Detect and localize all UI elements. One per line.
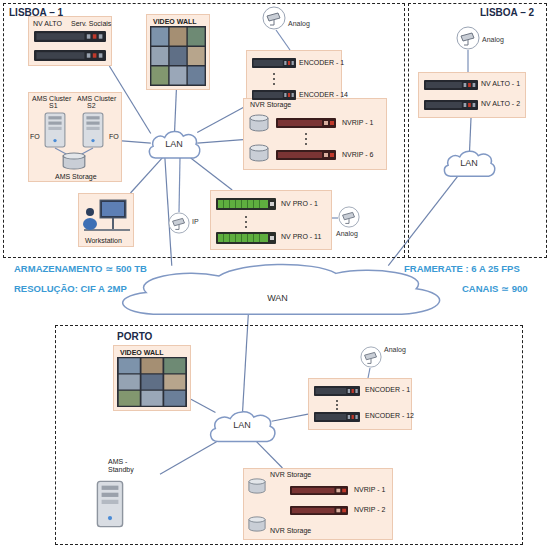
- node-label: NVRIP - 2: [354, 506, 385, 514]
- network-link: [243, 314, 249, 412]
- spec-note: ARMAZENAMENTO ≃ 500 TB: [14, 264, 147, 274]
- node-label: NVR Storage: [250, 101, 291, 109]
- network-link: [165, 158, 172, 266]
- node-label: ENCODER - 12: [365, 412, 414, 420]
- wire: [467, 50, 468, 72]
- equipment-box: VIDEO WALL: [146, 14, 210, 90]
- wire: [55, 30, 468, 378]
- network-link: [256, 441, 282, 468]
- node-label: LAN: [440, 159, 498, 169]
- node-label: NVRIP - 1: [354, 486, 385, 494]
- node-label: Workstation: [85, 237, 122, 245]
- node-label: NV ALTO - 2: [481, 100, 520, 108]
- node-label: VIDEO WALL: [153, 18, 197, 26]
- node-label: NV PRO - 11: [281, 233, 321, 241]
- node-label: NVRIP - 6: [342, 151, 373, 159]
- spec-note: RESOLUÇÃO: CIF A 2MP: [14, 284, 127, 294]
- site-region: PORTO VIDEO WALL ENCODER - 1 ENCODER - 12 LA…: [55, 325, 523, 545]
- cloud-outline: [123, 265, 440, 315]
- camera-icon: [339, 207, 359, 227]
- site-region: LISBOA – 2 NV ALTO - 1 NV ALTO - 2 LAN: [408, 3, 547, 258]
- network-link: [191, 158, 232, 190]
- site-title: PORTO: [117, 331, 152, 342]
- network-link: [197, 140, 243, 144]
- network-link: [272, 414, 308, 421]
- site-title: LISBOA – 2: [480, 7, 534, 18]
- nvr-rack: [276, 118, 348, 515]
- node-label: AMS - Standby: [108, 458, 144, 473]
- wire: [179, 158, 180, 212]
- network-link: [122, 141, 151, 143]
- camera-label: Analog: [482, 36, 504, 44]
- equipment-box: NVR StorageNVRIP - 1 NVRIP - 6: [243, 98, 387, 170]
- equipment-box: VIDEO WALL: [113, 345, 191, 411]
- equipment-box: NV ALTO - 1 NV ALTO - 2: [418, 72, 526, 118]
- node-label: AMS Cluster: [32, 95, 71, 103]
- network-link: [130, 158, 162, 193]
- node-label: NV PRO - 1: [281, 200, 318, 208]
- server-tower: [97, 481, 122, 526]
- node-label: ENCODER - 1: [365, 386, 410, 394]
- node-label: FO: [109, 133, 119, 141]
- spec-note: FRAMERATE : 6 A 25 FPS: [404, 264, 520, 274]
- equipment-box: NVR StorageNVRIP - 1NVRIP - 2NVR Storage: [243, 468, 393, 540]
- wire: [368, 368, 370, 378]
- network-link: [191, 399, 215, 412]
- camera-label: Analog: [384, 346, 406, 354]
- equipment-box: NV ALTO Serv. Sociais: [28, 16, 112, 66]
- camera-label: Analog: [288, 20, 310, 28]
- camera-icon: [361, 347, 381, 367]
- equipment-box: NV PRO - 1 NV PRO - 11: [210, 190, 332, 250]
- camera-icon: [263, 7, 285, 29]
- network-cloud: LAN: [440, 148, 498, 180]
- node-label: ENCODER - 1: [299, 59, 344, 67]
- network-cloud: LAN: [145, 128, 203, 162]
- node-label: NV ALTO: [33, 20, 62, 28]
- node-label: VIDEO WALL: [120, 349, 164, 357]
- node-label: Serv. Sociais: [71, 20, 111, 28]
- node-label: NVR Storage: [270, 471, 311, 479]
- server-node: AMS - Standby: [88, 455, 160, 535]
- node-label: NVRIP - 1: [342, 119, 373, 127]
- camera-icon: [457, 27, 479, 49]
- equipment-box: AMS ClusterAMS ClusterS1S2FOFOAMS Storag…: [28, 92, 122, 182]
- site-region: LISBOA – 1NV ALTOServ. SociaisVIDEO WALL…: [3, 3, 405, 258]
- node-label: LAN: [145, 140, 203, 150]
- camera-icon: [169, 213, 189, 233]
- node-label: LAN: [205, 421, 279, 431]
- network-cloud: LAN: [205, 408, 279, 446]
- node-label: NVR Storage: [270, 527, 311, 535]
- node-label: S2: [87, 102, 96, 110]
- network-link: [175, 90, 177, 132]
- wire: [332, 217, 338, 218]
- network-link: [197, 106, 246, 132]
- node-label: AMS Storage: [55, 173, 97, 181]
- node-label: FO: [30, 133, 40, 141]
- node-label: AMS Cluster: [77, 95, 116, 103]
- equipment-box: Workstation: [78, 193, 134, 247]
- equipment-box: ENCODER - 1 ENCODER - 12: [308, 378, 412, 430]
- network-link: [160, 441, 217, 474]
- camera-label: IP: [192, 218, 199, 226]
- network-link: [470, 118, 471, 152]
- camera-label: Analog: [336, 230, 358, 238]
- wire: [276, 30, 290, 50]
- node-label: NV ALTO - 1: [481, 80, 520, 88]
- node-label: S1: [49, 102, 58, 110]
- network-link: [388, 176, 458, 266]
- spec-note: CANAIS ≃ 900: [462, 284, 528, 294]
- node-label: WAN: [95, 294, 460, 304]
- server-rack: [34, 31, 478, 422]
